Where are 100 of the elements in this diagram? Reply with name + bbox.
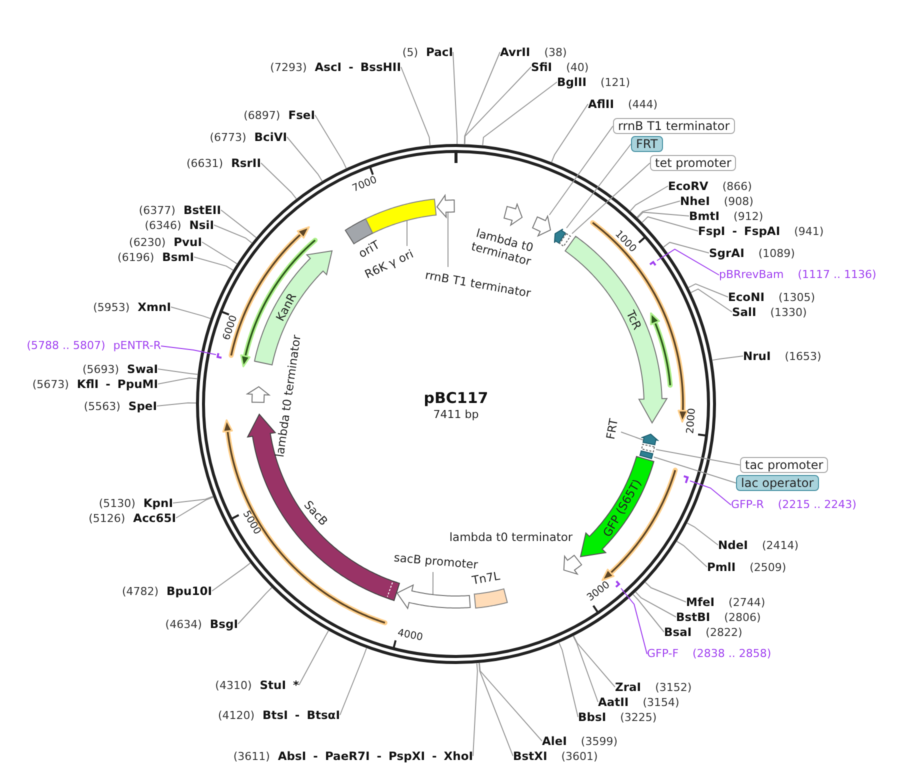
enzyme-name: BsaI: [664, 624, 692, 638]
enzyme-name: BtsI - BtsαI: [262, 708, 340, 722]
leader-line: [260, 162, 297, 200]
leader-line: [572, 636, 598, 702]
leader-line: [464, 52, 500, 145]
enzyme-name: StuI *: [260, 678, 299, 692]
leader-line: [478, 662, 514, 756]
leader-line: [406, 220, 408, 246]
leader-line: [620, 588, 648, 654]
leader-line: [656, 448, 740, 466]
leader-line: [314, 114, 347, 169]
leader-line: [194, 256, 234, 271]
site-position: (1089): [758, 246, 795, 260]
leader-line: [635, 592, 676, 618]
scale-label: 6000: [222, 314, 242, 342]
leader-line: [452, 52, 458, 144]
site-position: (6897): [244, 108, 280, 122]
site-position: (5130): [98, 496, 136, 510]
leader-line: [572, 162, 650, 234]
site-position: (121): [600, 76, 630, 90]
leader-line: [482, 82, 558, 146]
enzyme-name: SpeI: [128, 398, 157, 412]
enzyme-name: AflII: [588, 96, 614, 110]
enzyme-name: NdeI: [718, 538, 748, 552]
scale-label: 4000: [396, 628, 424, 645]
site-position: (6377): [138, 204, 176, 218]
leader-line: [712, 356, 744, 361]
site-position: (4120): [218, 708, 255, 722]
site-position: (6631): [186, 156, 224, 170]
leader-line: [176, 496, 214, 518]
enzyme-name: Acc65I: [133, 510, 176, 524]
leader-line: [632, 594, 664, 632]
site-position: (2806): [724, 610, 761, 624]
leader-line: [156, 402, 196, 406]
site-position: (5673): [32, 378, 69, 392]
feature-label: FRT: [603, 418, 621, 440]
leader-line: [642, 216, 698, 232]
primer-range: (5788 .. 5807): [26, 339, 106, 353]
leader-line: [620, 432, 644, 441]
leader-line: [690, 288, 732, 312]
leader-line: [686, 522, 718, 546]
leader-line: [286, 136, 323, 182]
leader-line: [636, 200, 680, 218]
primer-range: (2215 .. 2243): [778, 498, 856, 512]
leader-line: [447, 212, 448, 268]
enzyme-name: BsgI: [210, 616, 238, 630]
site-position: (2744): [728, 596, 766, 610]
leader-line: [340, 648, 368, 716]
feature-label: lambda t0 terminator: [449, 530, 573, 544]
leader-line: [472, 662, 478, 756]
leader-line: [170, 306, 211, 320]
enzyme-name: FseI: [288, 108, 315, 122]
leader-line: [212, 562, 251, 592]
site-position: (4782): [122, 584, 159, 598]
feature-tag: rrnB T1 terminator: [613, 118, 735, 134]
leader-line: [688, 283, 728, 298]
site-position: (912): [734, 210, 764, 224]
site-position: (6196): [118, 250, 154, 264]
enzyme-name: EcoRV: [668, 178, 708, 192]
enzyme-name: PacI: [426, 44, 453, 58]
site-position: (5): [402, 46, 418, 60]
leader-line: [400, 66, 431, 146]
enzyme-name: KpnI: [143, 496, 173, 510]
enzyme-name: SalI: [732, 304, 756, 318]
enzyme-name: SwaI: [127, 362, 158, 376]
feature-tag: tet promoter: [650, 155, 736, 171]
enzyme-name: NheI: [680, 194, 710, 208]
enzyme-name: PvuI: [174, 234, 202, 248]
site-position: (444): [628, 98, 658, 112]
enzyme-name: AbsI - PaeR7I - PspXI - XhoI: [278, 748, 473, 762]
enzyme-name: BciVI: [254, 130, 287, 144]
leader-line: [558, 642, 578, 718]
leader-line: [432, 572, 434, 596]
primer-name: pENTR-R: [113, 339, 161, 353]
leader-line: [158, 368, 198, 375]
site-position: (2509): [750, 560, 786, 574]
primer-range: (1117 .. 1136): [798, 268, 876, 282]
feature-tag: tac promoter: [740, 457, 828, 473]
leader-line: [464, 66, 532, 145]
site-position: (5563): [84, 400, 120, 414]
leader-line: [172, 496, 214, 504]
enzyme-name: XmnI: [138, 300, 171, 314]
site-position: (40): [566, 60, 589, 74]
enzyme-name: AatII: [598, 694, 629, 708]
leader-line: [644, 582, 686, 602]
enzyme-name: Bpu10I: [166, 584, 212, 598]
feature-tag: FRT: [631, 136, 663, 152]
leader-line: [220, 210, 257, 238]
scale-label: 2000: [685, 408, 700, 434]
site-position: (5693): [82, 362, 120, 376]
leader-line: [478, 662, 542, 742]
site-position: (6346): [144, 218, 182, 232]
enzyme-name: BstEII: [183, 202, 221, 216]
site-position: (908): [724, 194, 754, 208]
enzyme-name: SgrAI: [709, 246, 744, 260]
feature-label: TcR: [624, 308, 644, 332]
site-position: (5953): [93, 300, 130, 314]
leader-line: [566, 144, 632, 228]
site-position: (2414): [762, 538, 799, 552]
enzyme-name: ZraI: [615, 680, 642, 694]
